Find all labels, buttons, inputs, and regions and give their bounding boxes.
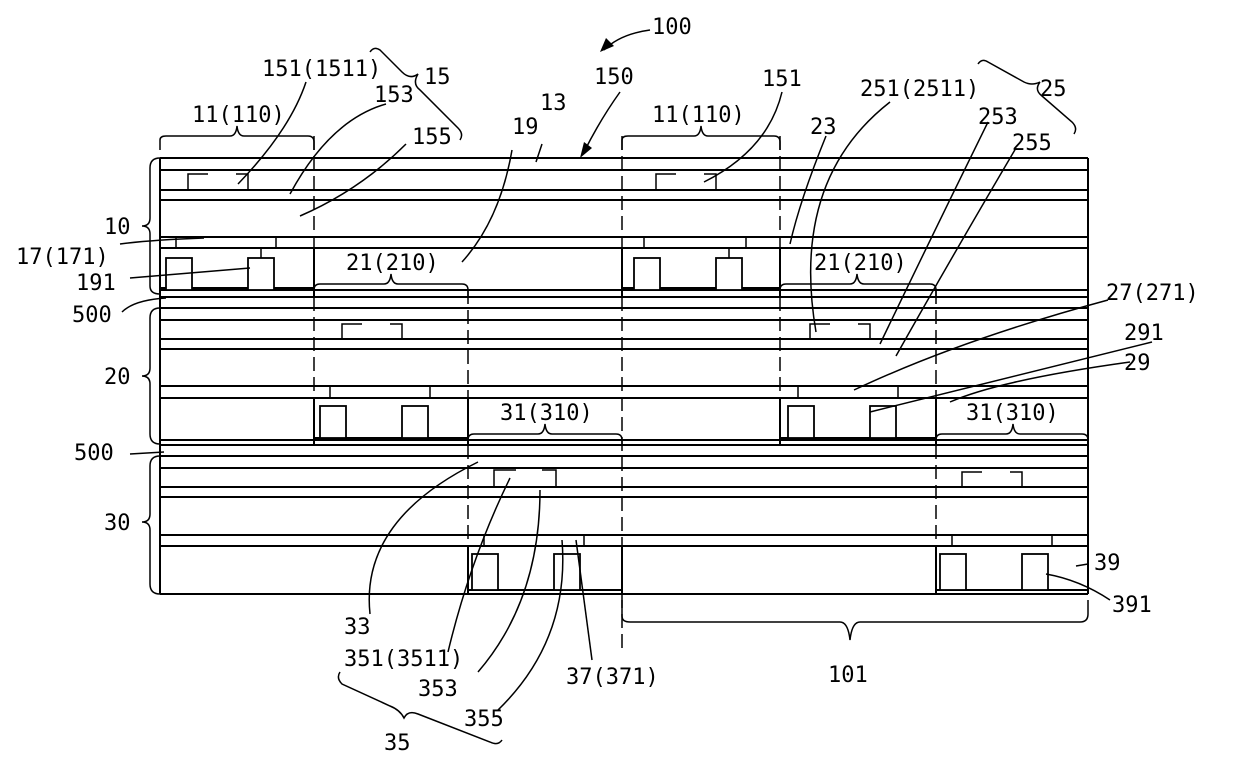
label-30: 30: [104, 511, 131, 536]
label-251-2511: 251(2511): [860, 77, 979, 102]
label-355: 355: [464, 707, 504, 732]
label-39: 39: [1094, 551, 1121, 576]
label-291: 291: [1124, 321, 1164, 346]
region-boundaries: [160, 248, 1088, 594]
layer-braces: [142, 158, 160, 594]
label-31-310-a: 31(310): [500, 401, 593, 426]
label-500-b: 500: [74, 441, 114, 466]
label-255: 255: [1012, 131, 1052, 156]
label-13: 13: [540, 91, 567, 116]
layer-lines: [160, 158, 1088, 594]
label-19: 19: [512, 115, 539, 140]
label-391: 391: [1112, 593, 1152, 618]
chips-layer20: [320, 324, 898, 438]
label-37-371: 37(371): [566, 665, 659, 690]
label-29: 29: [1124, 351, 1151, 376]
chips-layer10: [166, 237, 746, 290]
label-33: 33: [344, 615, 371, 640]
board-outline: [160, 158, 1088, 594]
label-23: 23: [810, 115, 837, 140]
top-pads-layer10: [188, 174, 716, 190]
label-191: 191: [76, 271, 116, 296]
label-155: 155: [412, 125, 452, 150]
label-151-1511: 151(1511): [262, 57, 381, 82]
label-500-a: 500: [72, 303, 112, 328]
label-27-271: 27(271): [1106, 281, 1199, 306]
label-353: 353: [418, 677, 458, 702]
label-153: 153: [374, 83, 414, 108]
label-35: 35: [384, 731, 411, 756]
label-31-310-b: 31(310): [966, 401, 1059, 426]
arrowhead-100: [600, 38, 614, 52]
label-11-110-a: 11(110): [192, 103, 285, 128]
leader-lines: [120, 82, 1152, 710]
label-21-210-a: 21(210): [346, 251, 439, 276]
label-253: 253: [978, 105, 1018, 130]
label-151: 151: [762, 67, 802, 92]
dashed-cut-lines: [314, 136, 936, 648]
arrow-150: [584, 92, 620, 152]
label-21-210-b: 21(210): [814, 251, 907, 276]
label-17-171: 17(171): [16, 245, 109, 270]
arrowhead-150: [580, 142, 592, 158]
label-100: 100: [652, 15, 692, 40]
label-11-110-b: 11(110): [652, 103, 745, 128]
label-15: 15: [424, 65, 451, 90]
label-10: 10: [104, 215, 131, 240]
label-101: 101: [828, 663, 868, 688]
label-351-3511: 351(3511): [344, 647, 463, 672]
label-20: 20: [104, 365, 131, 390]
label-150: 150: [594, 65, 634, 90]
label-25: 25: [1040, 77, 1067, 102]
